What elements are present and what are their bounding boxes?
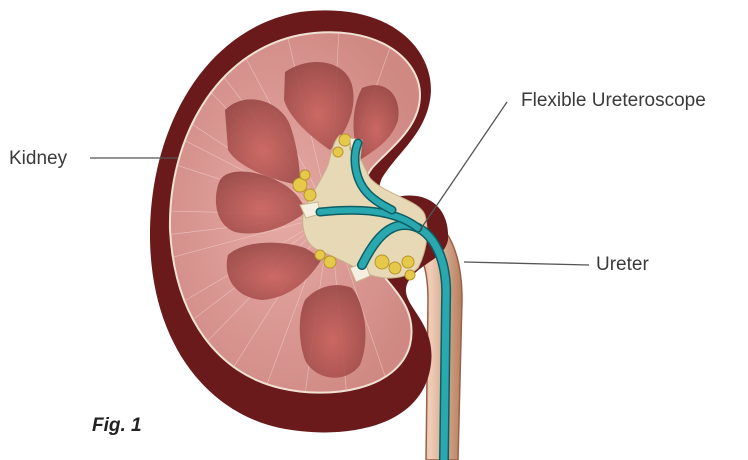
leader-scope: [420, 102, 507, 230]
leader-ureter: [464, 262, 589, 265]
ureter-label: Ureter: [596, 254, 649, 276]
figure-caption: Fig. 1: [92, 415, 142, 437]
ureteroscope-label: Flexible Ureteroscope: [521, 90, 706, 112]
kidney-label: Kidney: [9, 148, 67, 170]
pyramid: [300, 285, 366, 378]
